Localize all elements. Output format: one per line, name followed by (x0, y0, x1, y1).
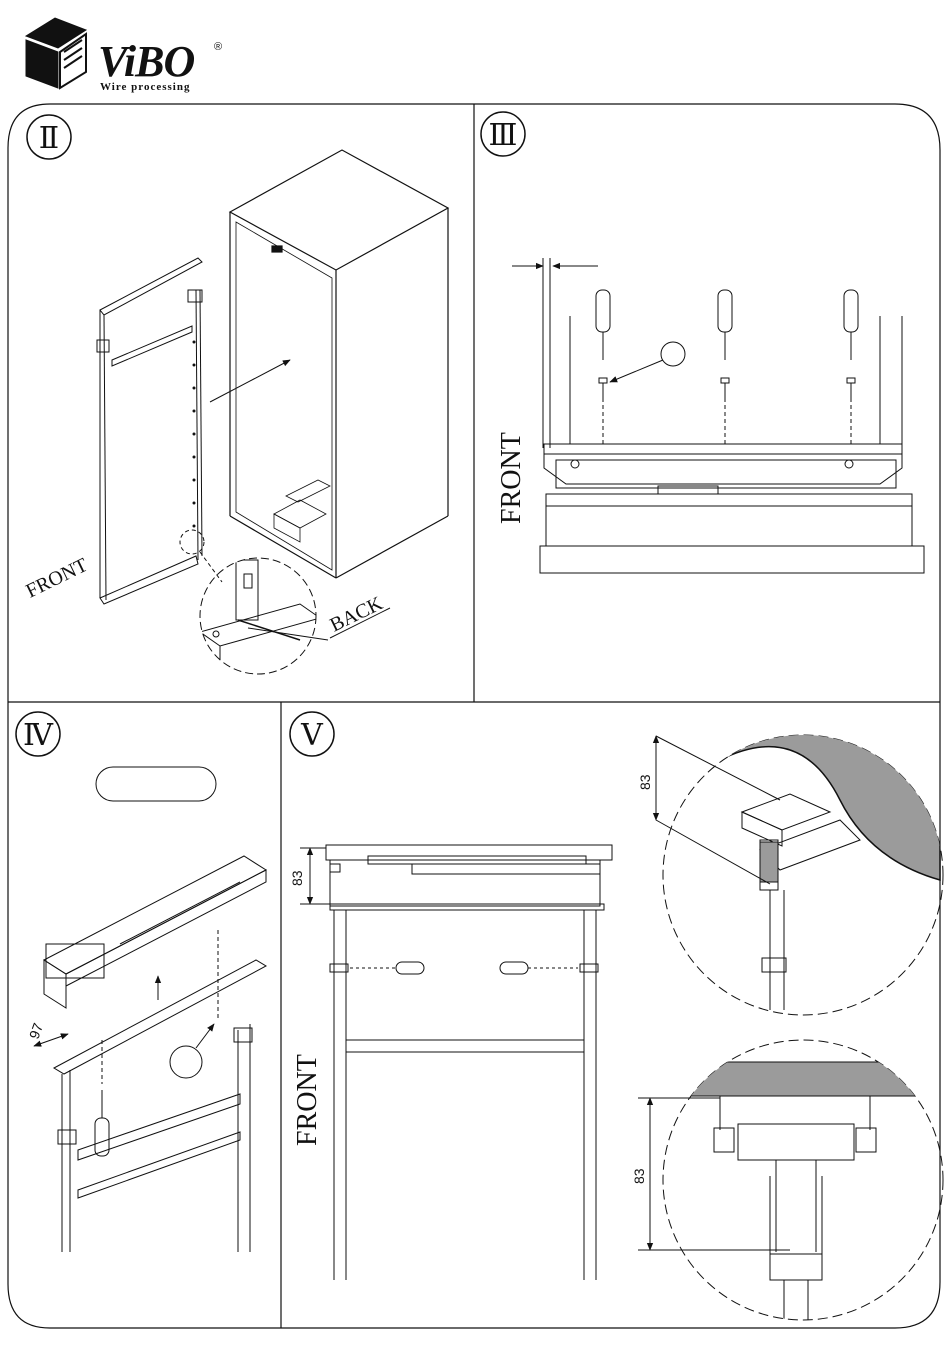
brand-logo: ViBO ® Wire processing (26, 18, 222, 93)
back-detail-circle (200, 558, 320, 674)
top-rail-drawing (44, 856, 266, 1008)
step-3-front-label: FRONT (496, 432, 527, 524)
step-4-blank-label (96, 767, 216, 801)
step-3-numeral: Ⅲ (489, 119, 518, 152)
corner-callout-ring (180, 530, 204, 554)
step-4-numeral: Ⅳ (23, 719, 54, 752)
step-4-callout-ring (170, 1046, 202, 1078)
step-2-badge: Ⅱ (27, 115, 71, 159)
cabinet-drawing (230, 150, 448, 578)
step-4-dimension-label: 97 (26, 1021, 46, 1041)
step-2-front-label: FRONT (23, 554, 92, 603)
brand-name: ViBO (98, 37, 194, 86)
top-corner-detail (663, 700, 943, 1015)
panel-frame (8, 104, 940, 1328)
screwdriver-icon-left (596, 290, 610, 444)
step-5-numeral: Ⅴ (300, 719, 324, 752)
registered-mark: ® (214, 41, 222, 53)
brand-tagline: Wire processing (100, 81, 190, 93)
screwdriver-icon-right (844, 290, 858, 444)
screwdriver-icon-step4 (95, 1090, 109, 1156)
step-4-badge: Ⅳ (16, 712, 60, 756)
step-5-bottom-detail-dimension-label: 83 (631, 1168, 647, 1184)
screw-callout-ring (661, 342, 685, 366)
step-5-badge: Ⅴ (290, 712, 334, 756)
step-5-panel: Ⅴ FRONT 83 (289, 700, 943, 1320)
step-3-panel: Ⅲ FRONT (481, 112, 924, 573)
step-4-callout-leader (196, 1024, 214, 1048)
front-elevation-drawing (326, 845, 612, 1280)
gap-dimension (512, 258, 598, 448)
bottom-detail-dimension-83 (638, 1098, 790, 1250)
step-5-side-dimension-label: 83 (289, 870, 305, 886)
step-2-panel: Ⅱ (23, 115, 448, 674)
step-5-front-label: FRONT (292, 1054, 323, 1146)
back-label-leader (248, 628, 328, 640)
step-5-top-detail-dimension-label: 83 (637, 774, 653, 790)
logo-cabinet-icon (26, 18, 86, 88)
step-4-panel: Ⅳ (16, 712, 266, 1252)
step-2-numeral: Ⅱ (39, 122, 59, 155)
screw-callout-leader (610, 360, 663, 382)
bottom-section-detail (660, 1040, 943, 1320)
insert-direction-arrow (210, 360, 290, 402)
callout-leader (200, 552, 222, 582)
step-3-badge: Ⅲ (481, 112, 525, 156)
screwdriver-icon-middle (718, 290, 732, 444)
cabinet-section-drawing (540, 316, 924, 573)
